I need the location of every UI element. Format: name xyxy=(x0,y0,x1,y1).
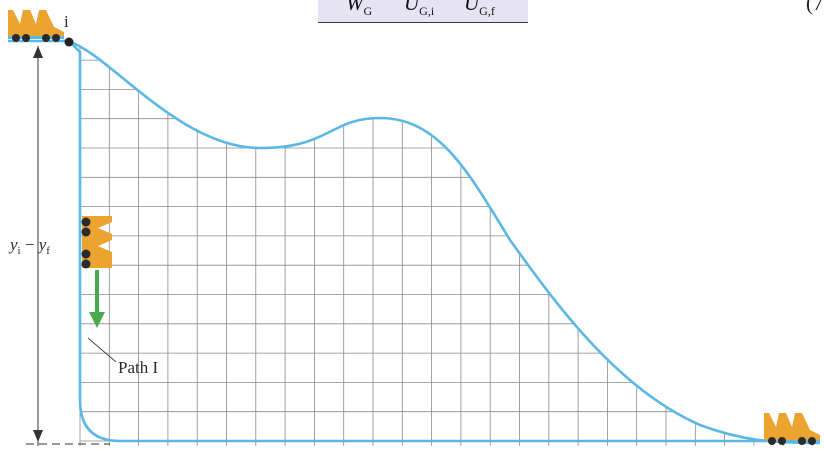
roller-coaster-cart-icon xyxy=(8,10,64,42)
falling-cart-icon xyxy=(81,216,112,269)
equation-box: WG UG,i UG,f xyxy=(318,0,528,23)
final-energy-term: UG,f xyxy=(464,0,495,18)
path-label-leader xyxy=(87,337,117,363)
height-difference-label: yi − yf xyxy=(10,235,50,257)
equation-number: (7 xyxy=(806,0,824,15)
path-i-label: Path I xyxy=(118,358,159,377)
height-dimension xyxy=(26,46,110,446)
gravity-arrow-icon xyxy=(89,270,105,328)
end-cart-icon xyxy=(764,413,820,445)
start-point-dot xyxy=(64,37,74,47)
initial-energy-term: UG,i xyxy=(404,0,435,18)
work-term: WG xyxy=(346,0,373,18)
track-path-i xyxy=(69,41,820,443)
start-point-label: i xyxy=(64,12,69,31)
track-path-ii xyxy=(69,40,821,445)
measurement-grid xyxy=(79,42,824,446)
